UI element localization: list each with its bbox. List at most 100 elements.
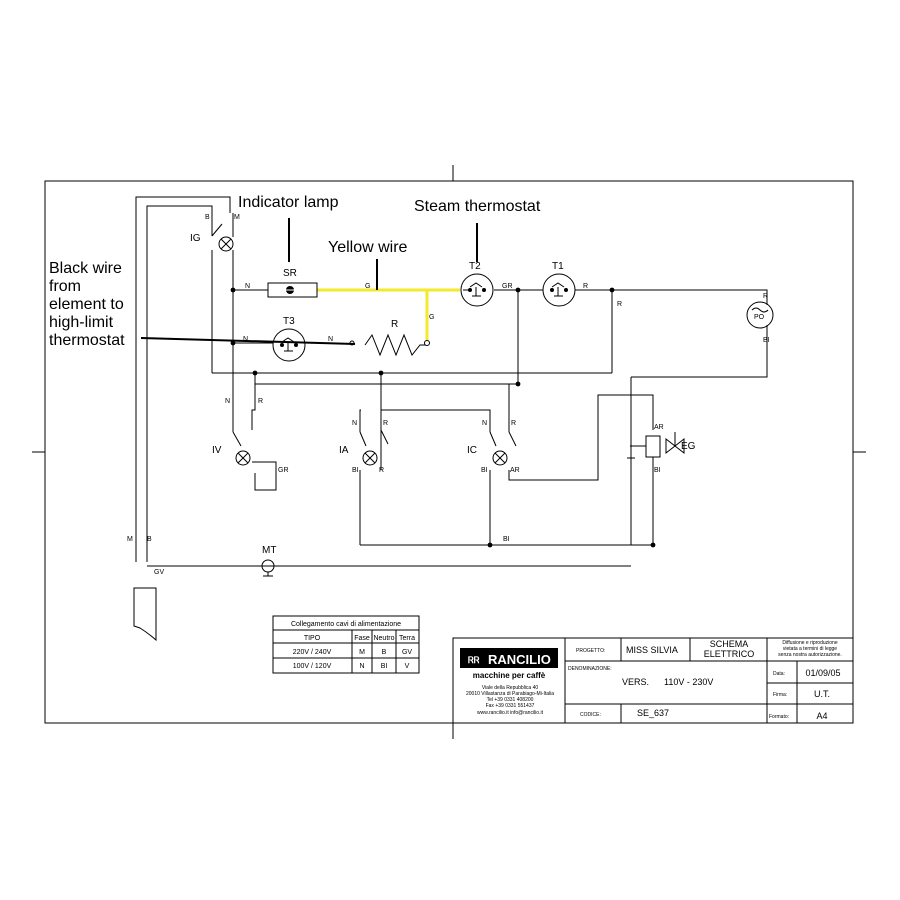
wire-label: G — [429, 314, 434, 321]
address-line: 20010 Villastanza di Parabiago-Mi-Italia — [466, 691, 554, 697]
annotations: Indicator lamp Steam thermostat Yellow w… — [49, 194, 541, 349]
power-table-header: Fase — [354, 635, 370, 642]
wire-label: BI — [503, 536, 510, 543]
power-table-header: TIPO — [304, 635, 321, 642]
annotation-black-wire-line-3: element to — [49, 296, 124, 313]
power-table-cell: 100V / 120V — [293, 663, 332, 670]
r-heating-element — [349, 333, 430, 357]
firma-label: Firma: — [773, 692, 787, 698]
wire-label: GR — [502, 283, 513, 290]
power-table-cell: N — [359, 663, 364, 670]
label-t1: T1 — [552, 261, 564, 272]
notice-line: senza nostra autorizzazione. — [778, 652, 842, 658]
wire-label: R — [383, 420, 388, 427]
label-sr: SR — [283, 268, 297, 279]
wire-label: R — [258, 398, 263, 405]
sr-indicator-lamp — [267, 282, 318, 298]
rancilio-logo — [460, 648, 558, 668]
annotation-black-wire-line-1: Black wire — [49, 260, 122, 277]
label-po: PO — [754, 314, 765, 321]
power-table-cell: GV — [402, 649, 412, 656]
power-table-cell: V — [405, 663, 410, 670]
label-ic: IC — [467, 445, 477, 456]
wire-label: R — [763, 293, 768, 300]
power-cable-table: Collegamento cavi di alimentazione TIPO … — [272, 615, 420, 674]
ig-switch-lamp — [211, 213, 234, 252]
label-mt: MT — [262, 545, 276, 556]
address-line: Fax +39 0331 551437 — [486, 703, 535, 709]
wire-labels: B M N G GR R R R BI G N N N R GR N R BI … — [127, 214, 770, 576]
codice-value: SE_637 — [637, 708, 669, 718]
wire-label: N — [245, 283, 250, 290]
label-eg: EG — [681, 441, 696, 452]
wire-label: M — [127, 536, 133, 543]
annotation-black-wire-line-4: high-limit — [49, 314, 114, 331]
eg-solenoid-valve — [627, 432, 685, 459]
wire-label: N — [225, 398, 230, 405]
annotation-indicator-lamp: Indicator lamp — [238, 194, 339, 211]
wire-label: B — [205, 214, 210, 221]
wire-label: BI — [654, 467, 661, 474]
label-t3: T3 — [283, 316, 295, 327]
schema-title-line-1: SCHEMA — [710, 639, 749, 649]
ic-switch-lamp — [489, 431, 517, 466]
formato-label: Formato: — [769, 714, 789, 720]
label-t2: T2 — [469, 261, 481, 272]
component-labels: IG SR T2 T1 T3 R PO IV IA IC EG MT — [190, 233, 765, 556]
data-value: 01/09/05 — [805, 668, 840, 678]
wire-label: B — [147, 536, 152, 543]
wire-label: AR — [510, 467, 520, 474]
t3-high-limit-thermostat — [272, 328, 306, 362]
wire-label: R — [583, 283, 588, 290]
wire-label: BI — [481, 467, 488, 474]
notice-line: vietata a termini di legge — [783, 646, 837, 652]
formato-value: A4 — [816, 711, 827, 721]
power-table-cell: M — [359, 649, 365, 656]
title-block: ᏒᏒ RANCILIO macchine per caffè Viale del… — [452, 637, 854, 724]
wire-label: R — [511, 420, 516, 427]
codice-label: CODICE: — [580, 712, 601, 718]
annotation-steam-thermostat: Steam thermostat — [414, 198, 541, 215]
wire-label: GV — [154, 569, 164, 576]
logo-mark: ᏒᏒ — [468, 655, 480, 665]
power-table-cell: BI — [381, 663, 388, 670]
ia-switch-lamp — [359, 429, 389, 466]
wire-label: GR — [278, 467, 289, 474]
wire-label: R — [617, 301, 622, 308]
power-table-title: Collegamento cavi di alimentazione — [291, 621, 401, 628]
notice-line: Diffusione e riproduzione — [782, 640, 837, 646]
annotation-black-wire-line-2: from — [49, 278, 81, 295]
power-table-header: Terra — [399, 635, 415, 642]
rancilio-tagline: macchine per caffè — [473, 671, 546, 680]
power-table-cell: B — [382, 649, 387, 656]
progetto-label: PROGETTO: — [576, 648, 605, 654]
wire-label: N — [482, 420, 487, 427]
annotation-yellow-wire: Yellow wire — [328, 239, 408, 256]
label-iv: IV — [212, 445, 222, 456]
label-ia: IA — [339, 445, 349, 456]
t1-brew-thermostat — [542, 273, 576, 307]
wire-label: N — [328, 336, 333, 343]
wire-label: BI — [352, 467, 359, 474]
yellow-wire — [317, 288, 460, 343]
iv-switch-lamp — [232, 431, 251, 466]
progetto-value: MISS SILVIA — [626, 645, 678, 655]
rancilio-brand: RANCILIO — [488, 652, 551, 667]
wire-label: N — [352, 420, 357, 427]
wire-label: G — [365, 283, 370, 290]
wire-label: N — [243, 336, 248, 343]
wire-label: BI — [763, 337, 770, 344]
po-pump — [746, 301, 774, 329]
junction-dots — [230, 287, 656, 548]
address-line: Viale della Repubblica 40 — [482, 685, 539, 691]
label-r: R — [391, 319, 398, 330]
label-ig: IG — [190, 233, 201, 244]
data-label: Data: — [773, 671, 785, 677]
wire-label: M — [234, 214, 240, 221]
registration-marks — [32, 165, 866, 739]
annotation-black-wire-line-5: thermostat — [49, 332, 125, 349]
wire-label: R — [379, 467, 384, 474]
firma-value: U.T. — [814, 689, 830, 699]
t2-steam-thermostat — [460, 273, 494, 307]
